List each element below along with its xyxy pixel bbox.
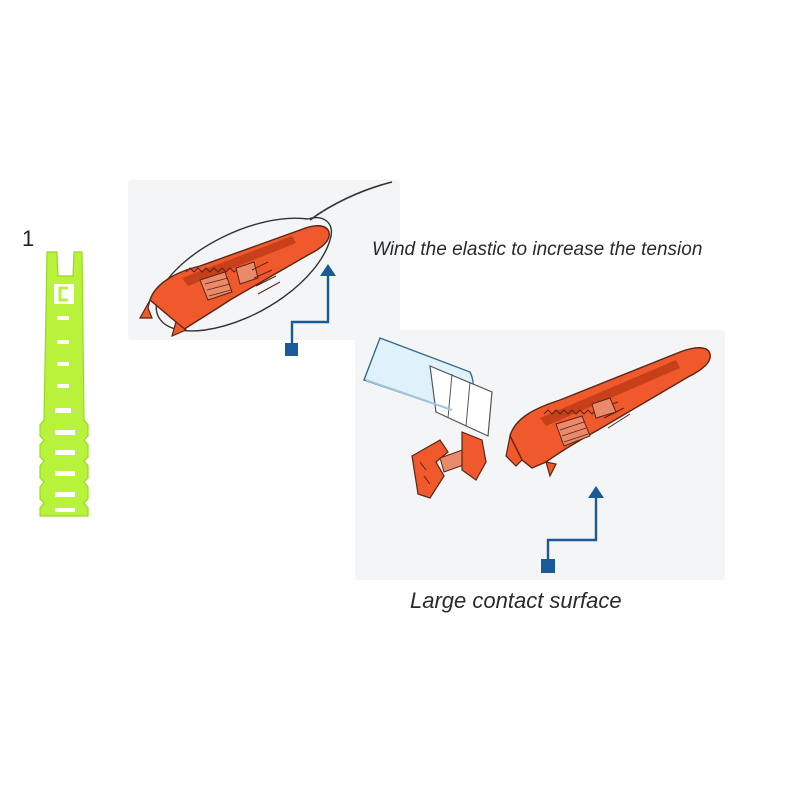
cut-off-piece-icon xyxy=(411,431,487,499)
blue-pointer-arrow-icon xyxy=(285,264,336,356)
step-number: 1 xyxy=(22,226,35,251)
caption-large-contact-surface: Large contact surface xyxy=(410,588,622,613)
orange-tool-trimmed-icon xyxy=(505,347,711,478)
orange-tool-with-elastic-icon xyxy=(138,225,330,338)
green-pole-connector-icon xyxy=(39,251,89,517)
blue-pointer-arrow-icon xyxy=(541,486,604,573)
caption-wind-elastic: Wind the elastic to increase the tension xyxy=(372,239,703,260)
cutting-blade-icon xyxy=(363,337,493,437)
elastic-wire-icon xyxy=(155,181,393,332)
